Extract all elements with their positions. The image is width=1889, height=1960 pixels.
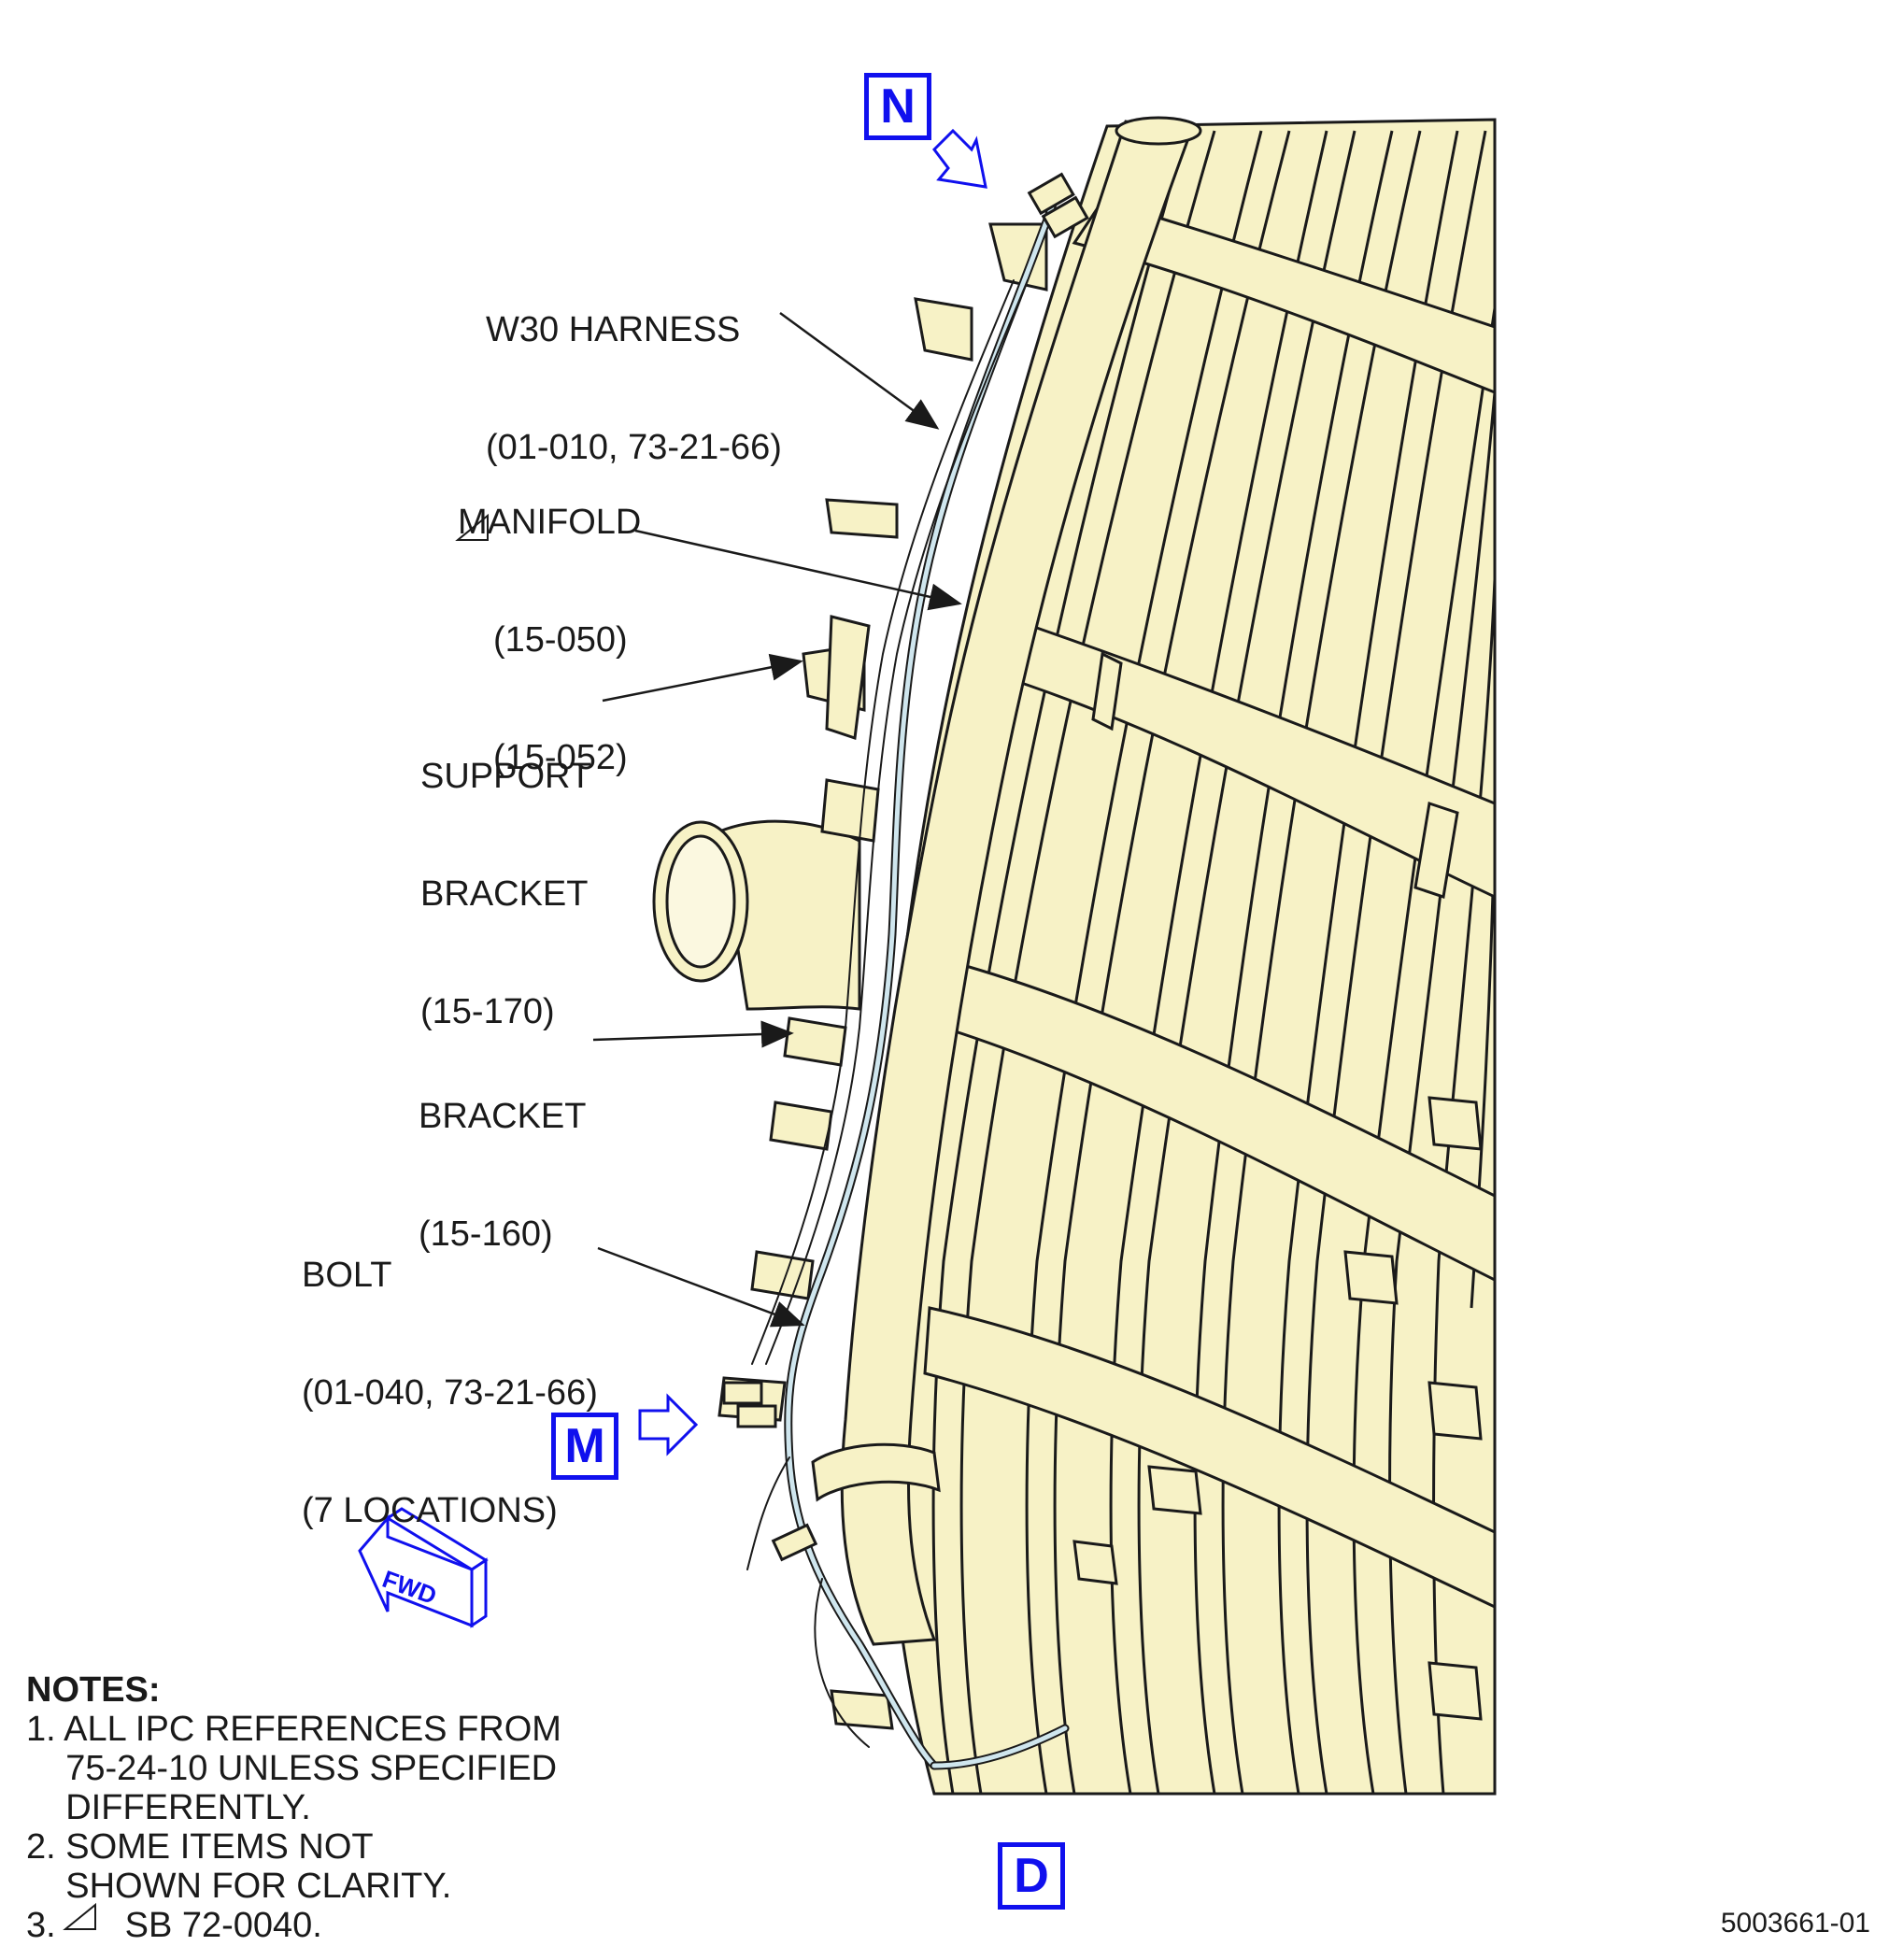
support-bracket-callout-line1: SUPPORT [420,757,592,796]
harness-callout-ref: (01-010, 73-21-66) [486,428,782,467]
bracket-callout-name: BRACKET [419,1097,587,1136]
manifold-callout: MANIFOLD (15-050) (15-052) [458,424,641,817]
manifold-leader [634,529,962,611]
manifold-tube [811,116,1202,1646]
bolt-callout-name: BOLT [302,1256,392,1295]
bolt-callout-ref: (01-040, 73-21-66) [302,1373,598,1413]
view-arrows [638,128,987,1456]
manifold-callout-name: MANIFOLD [458,503,642,542]
note-line: 1. ALL IPC REFERENCES FROM [26,1710,561,1749]
harness-connectors [722,172,1089,1562]
view-n-arrow [932,128,987,189]
harness-callout-name: W30 HARNESS [486,310,741,349]
bracket-leader [592,1020,794,1048]
notes-title: NOTES: [26,1670,161,1710]
support-bracket-callout-line2: BRACKET [420,874,589,914]
manifold-revision-flag [455,513,489,541]
fwd-arrow: FWD [358,1507,489,1628]
brackets [717,222,1483,1730]
view-m-label: M [551,1413,618,1480]
view-d-label: D [998,1842,1065,1910]
bolt-callout: BOLT (01-040, 73-21-66) (7 LOCATIONS) [302,1177,598,1569]
support-bracket-leader [602,653,803,703]
w30-harness-cable [746,192,1070,1770]
note-line: 2. SOME ITEMS NOT [26,1827,374,1867]
drawing-number: 5003661-01 [1720,1908,1870,1939]
note-line: 75-24-10 UNLESS SPECIFIED [26,1749,558,1788]
harness-callout: W30 HARNESS (01-010, 73-21-66) [486,232,782,506]
bracket-callout-ref: (15-160) [419,1214,553,1254]
note-line: SHOWN FOR CLARITY. [26,1867,452,1906]
note-line: 3. SB 72-0040. [26,1906,322,1945]
manifold-callout-ref1: (15-050) [493,620,628,660]
note-line: DIFFERENTLY. [26,1788,311,1827]
notes-block: NOTES: 1. ALL IPC REFERENCES FROM 75-24-… [26,1670,561,1945]
support-bracket-callout: SUPPORT BRACKET (15-170) [420,678,591,1071]
bracket-callout: BRACKET (15-160) [419,1018,586,1293]
manifold-callout-ref2: (15-052) [493,738,628,777]
outlet-duct [652,819,861,1011]
leader-lines [592,311,962,1328]
revision-flags [63,513,489,1930]
bolt-callout-qty: (7 LOCATIONS) [302,1491,558,1530]
support-bracket-callout-ref: (15-170) [420,992,555,1031]
view-m-arrow [638,1393,699,1456]
note3-revision-flag [63,1902,96,1930]
bolt-leader [597,1246,805,1328]
harness-leader [779,311,940,430]
view-n-label: N [864,73,931,140]
